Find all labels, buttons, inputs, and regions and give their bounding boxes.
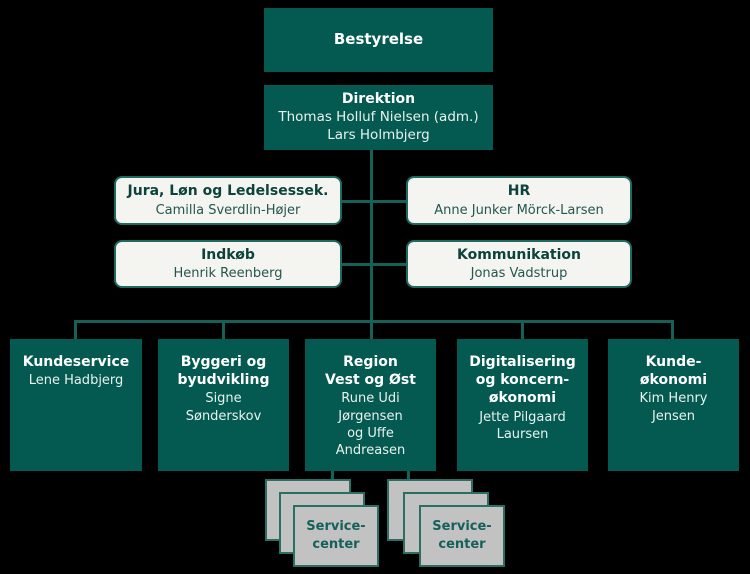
box-direktion: Direktion Thomas Holluf Nielsen (adm.) L…: [264, 85, 493, 150]
box-kommunikation-title: Kommunikation: [457, 246, 581, 263]
connector-stub-kundeservice: [74, 320, 77, 340]
box-region-title: Region Vest og Øst: [325, 354, 416, 389]
box-kundeokonomi-names: Kim Henry Jensen: [639, 391, 708, 424]
box-indkob: Indkøb Henrik Reenberg: [114, 240, 342, 288]
box-direktion-title: Direktion: [341, 91, 416, 108]
box-byggeri-names: Signe Sønderskov: [185, 391, 262, 424]
box-hr-names: Anne Junker Mörck-Larsen: [434, 202, 604, 218]
servicecenter-1-box: Service- center: [293, 505, 379, 567]
connector-direktion-to-departments: [370, 150, 373, 322]
box-digitalisering-koncernokonomi: Digitalisering og koncern- økonomi Jette…: [457, 339, 588, 471]
servicecenter-2-box: Service- center: [419, 505, 505, 567]
box-jura-lon-ledelsessek: Jura, Løn og Ledelsessek. Camilla Sverdl…: [114, 176, 342, 225]
box-kommunikation-names: Jonas Vadstrup: [470, 266, 568, 282]
box-bestyrelse: Bestyrelse: [264, 8, 493, 72]
box-bestyrelse-title: Bestyrelse: [333, 30, 424, 49]
box-byggeri-title: Byggeri og byudvikling: [177, 354, 270, 389]
connector-stub-kundeokonomi: [671, 320, 674, 340]
box-digitalisering-title: Digitalisering og koncern- økonomi: [469, 354, 576, 407]
box-kundeservice-names: Lene Hadbjerg: [28, 373, 124, 389]
servicecenter-1-label: Service- center: [306, 519, 366, 552]
servicecenter-2-label: Service- center: [432, 519, 492, 552]
connector-stub-byggeri: [222, 320, 225, 340]
box-jura-names: Camilla Sverdlin-Højer: [155, 202, 301, 218]
box-indkob-names: Henrik Reenberg: [173, 266, 283, 282]
connector-departments-row: [74, 320, 674, 323]
connector-jura-hr: [342, 200, 406, 203]
box-region-names: Rune Udi Jørgensen og Uffe Andreasen: [335, 391, 406, 458]
box-jura-title: Jura, Løn og Ledelsessek.: [127, 183, 329, 200]
box-hr-title: HR: [507, 183, 531, 200]
connector-stub-servicecenter-2: [407, 471, 410, 481]
connector-indkob-kommunikation: [342, 263, 406, 266]
box-kundeservice-title: Kundeservice: [22, 354, 130, 370]
box-indkob-title: Indkøb: [201, 246, 255, 263]
box-kundeokonomi: Kunde- økonomi Kim Henry Jensen: [608, 339, 739, 471]
box-byggeri-byudvikling: Byggeri og byudvikling Signe Sønderskov: [158, 339, 289, 471]
box-direktion-names: Thomas Holluf Nielsen (adm.) Lars Holmbj…: [278, 109, 479, 144]
box-digitalisering-names: Jette Pilgaard Laursen: [479, 409, 566, 442]
box-hr: HR Anne Junker Mörck-Larsen: [406, 176, 632, 225]
box-kundeokonomi-title: Kunde- økonomi: [639, 354, 708, 389]
box-kundeservice: Kundeservice Lene Hadbjerg: [10, 339, 142, 471]
connector-stub-servicecenter-1: [331, 471, 334, 481]
box-region-vest-ost: Region Vest og Øst Rune Udi Jørgensen og…: [305, 339, 436, 471]
connector-stub-region: [370, 320, 373, 340]
box-kommunikation: Kommunikation Jonas Vadstrup: [406, 240, 632, 288]
connector-stub-digitalisering: [521, 320, 524, 340]
